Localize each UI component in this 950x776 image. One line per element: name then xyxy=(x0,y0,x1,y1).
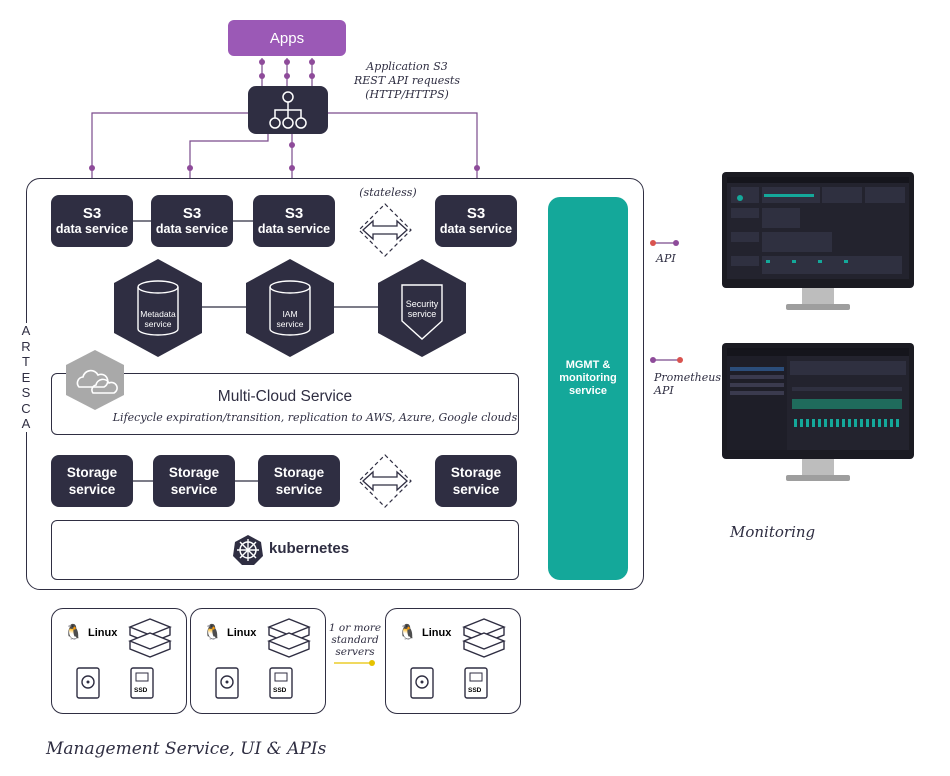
server-box: 🐧 Linux SSD xyxy=(190,608,326,714)
footer-label: Management Service, UI & APIs xyxy=(46,739,327,759)
monitor-dashboard-1 xyxy=(722,172,914,310)
artesca-letter: A xyxy=(21,323,31,338)
multicloud-subtitle: Lifecycle expiration/transition, replica… xyxy=(112,411,518,424)
iam-hex xyxy=(246,259,334,357)
request-note: Application S3 REST API requests (HTTP/H… xyxy=(352,60,462,102)
cloud-icon xyxy=(76,369,118,394)
more-servers-note: 1 or more standard servers xyxy=(326,622,384,658)
mgmt-label: MGMT & monitoring service xyxy=(559,359,617,397)
s3-name: S3 xyxy=(284,205,304,222)
s3-name: S3 xyxy=(182,205,202,222)
prometheus-line: Prometheus xyxy=(654,371,721,384)
iam-service-label: IAM service xyxy=(276,309,304,329)
s3-sub: data service xyxy=(257,222,331,236)
ssd-label: SSD xyxy=(273,687,287,694)
prometheus-line: API xyxy=(654,384,674,397)
s3-data-service: S3 data service xyxy=(253,195,335,247)
storage-service: Storage service xyxy=(153,455,235,507)
linux-icon: 🐧 xyxy=(398,624,417,641)
linux-label: Linux xyxy=(422,627,452,639)
artesca-letter: E xyxy=(21,369,31,385)
storage-service: Storage service xyxy=(258,455,340,507)
s3-sub: data service xyxy=(439,222,513,236)
shield-icon xyxy=(401,284,443,340)
artesca-letter: S xyxy=(21,385,31,400)
prometheus-api-label: Prometheus API xyxy=(654,371,721,397)
server-box: 🐧 Linux SSD xyxy=(385,608,521,714)
security-hex xyxy=(378,259,466,357)
request-note-line: REST API requests xyxy=(354,74,460,87)
artesca-label: A R T E S C A xyxy=(15,323,37,432)
more-servers-line: 1 or more xyxy=(328,622,382,634)
cloud-hex xyxy=(66,350,124,410)
server-box: 🐧 Linux SSD xyxy=(51,608,187,714)
metadata-hex xyxy=(114,259,202,357)
security-service-label: Security service xyxy=(405,299,439,319)
ssd-icon xyxy=(464,667,488,699)
linux-icon: 🐧 xyxy=(203,624,222,641)
s3-name: S3 xyxy=(466,205,486,222)
hard-drive-icon xyxy=(410,667,434,699)
hard-drive-icon xyxy=(215,667,239,699)
linux-label: Linux xyxy=(88,627,118,639)
storage-row-links xyxy=(133,480,258,482)
stateless-note: (stateless) xyxy=(359,186,417,199)
ssd-label: SSD xyxy=(134,687,148,694)
linux-icon: 🐧 xyxy=(64,624,83,641)
s3-sub: data service xyxy=(155,222,229,236)
hard-drive-icon xyxy=(76,667,100,699)
s3-data-service: S3 data service xyxy=(51,195,133,247)
scale-out-icon xyxy=(358,203,412,257)
server-stack-icon xyxy=(462,618,506,658)
server-stack-icon xyxy=(267,618,311,658)
artesca-letter: C xyxy=(21,400,31,416)
request-note-line: Application S3 xyxy=(366,60,448,73)
linux-label: Linux xyxy=(227,627,257,639)
kubernetes-icon xyxy=(233,535,263,565)
s3-data-service: S3 data service xyxy=(151,195,233,247)
s3-name: S3 xyxy=(82,205,102,222)
ssd-icon xyxy=(130,667,154,699)
monitor-dashboard-2 xyxy=(722,343,914,481)
database-icon xyxy=(137,280,179,336)
mgmt-monitoring-service: MGMT & monitoring service xyxy=(548,197,628,580)
metadata-service-label: Metadata service xyxy=(140,309,176,329)
scale-out-icon xyxy=(358,454,412,508)
s3-row-links xyxy=(133,220,253,222)
multicloud-title: Multi-Cloud Service xyxy=(217,388,353,405)
api-label: API xyxy=(656,252,676,265)
more-servers-line: servers xyxy=(335,646,375,658)
apps-box: Apps xyxy=(228,20,346,56)
kubernetes-label: kubernetes xyxy=(269,540,350,557)
ssd-icon xyxy=(269,667,293,699)
s3-data-service: S3 data service xyxy=(435,195,517,247)
multicloud-box: Multi-Cloud Service Lifecycle expiration… xyxy=(51,373,519,435)
storage-service: Storage service xyxy=(51,455,133,507)
ssd-label: SSD xyxy=(468,687,482,694)
artesca-letter: T xyxy=(22,354,30,369)
kubernetes-box: kubernetes xyxy=(51,520,519,580)
artesca-letter: R xyxy=(21,338,31,354)
database-icon xyxy=(269,280,311,336)
request-note-line: (HTTP/HTTPS) xyxy=(365,88,449,101)
artesca-letter: A xyxy=(21,416,31,431)
load-balancer-icon xyxy=(269,91,307,129)
server-stack-icon xyxy=(128,618,172,658)
more-servers-line: standard xyxy=(331,634,379,646)
load-balancer xyxy=(248,86,328,134)
apps-label: Apps xyxy=(269,29,305,47)
s3-sub: data service xyxy=(55,222,129,236)
storage-service: Storage service xyxy=(435,455,517,507)
monitoring-label: Monitoring xyxy=(730,523,816,541)
